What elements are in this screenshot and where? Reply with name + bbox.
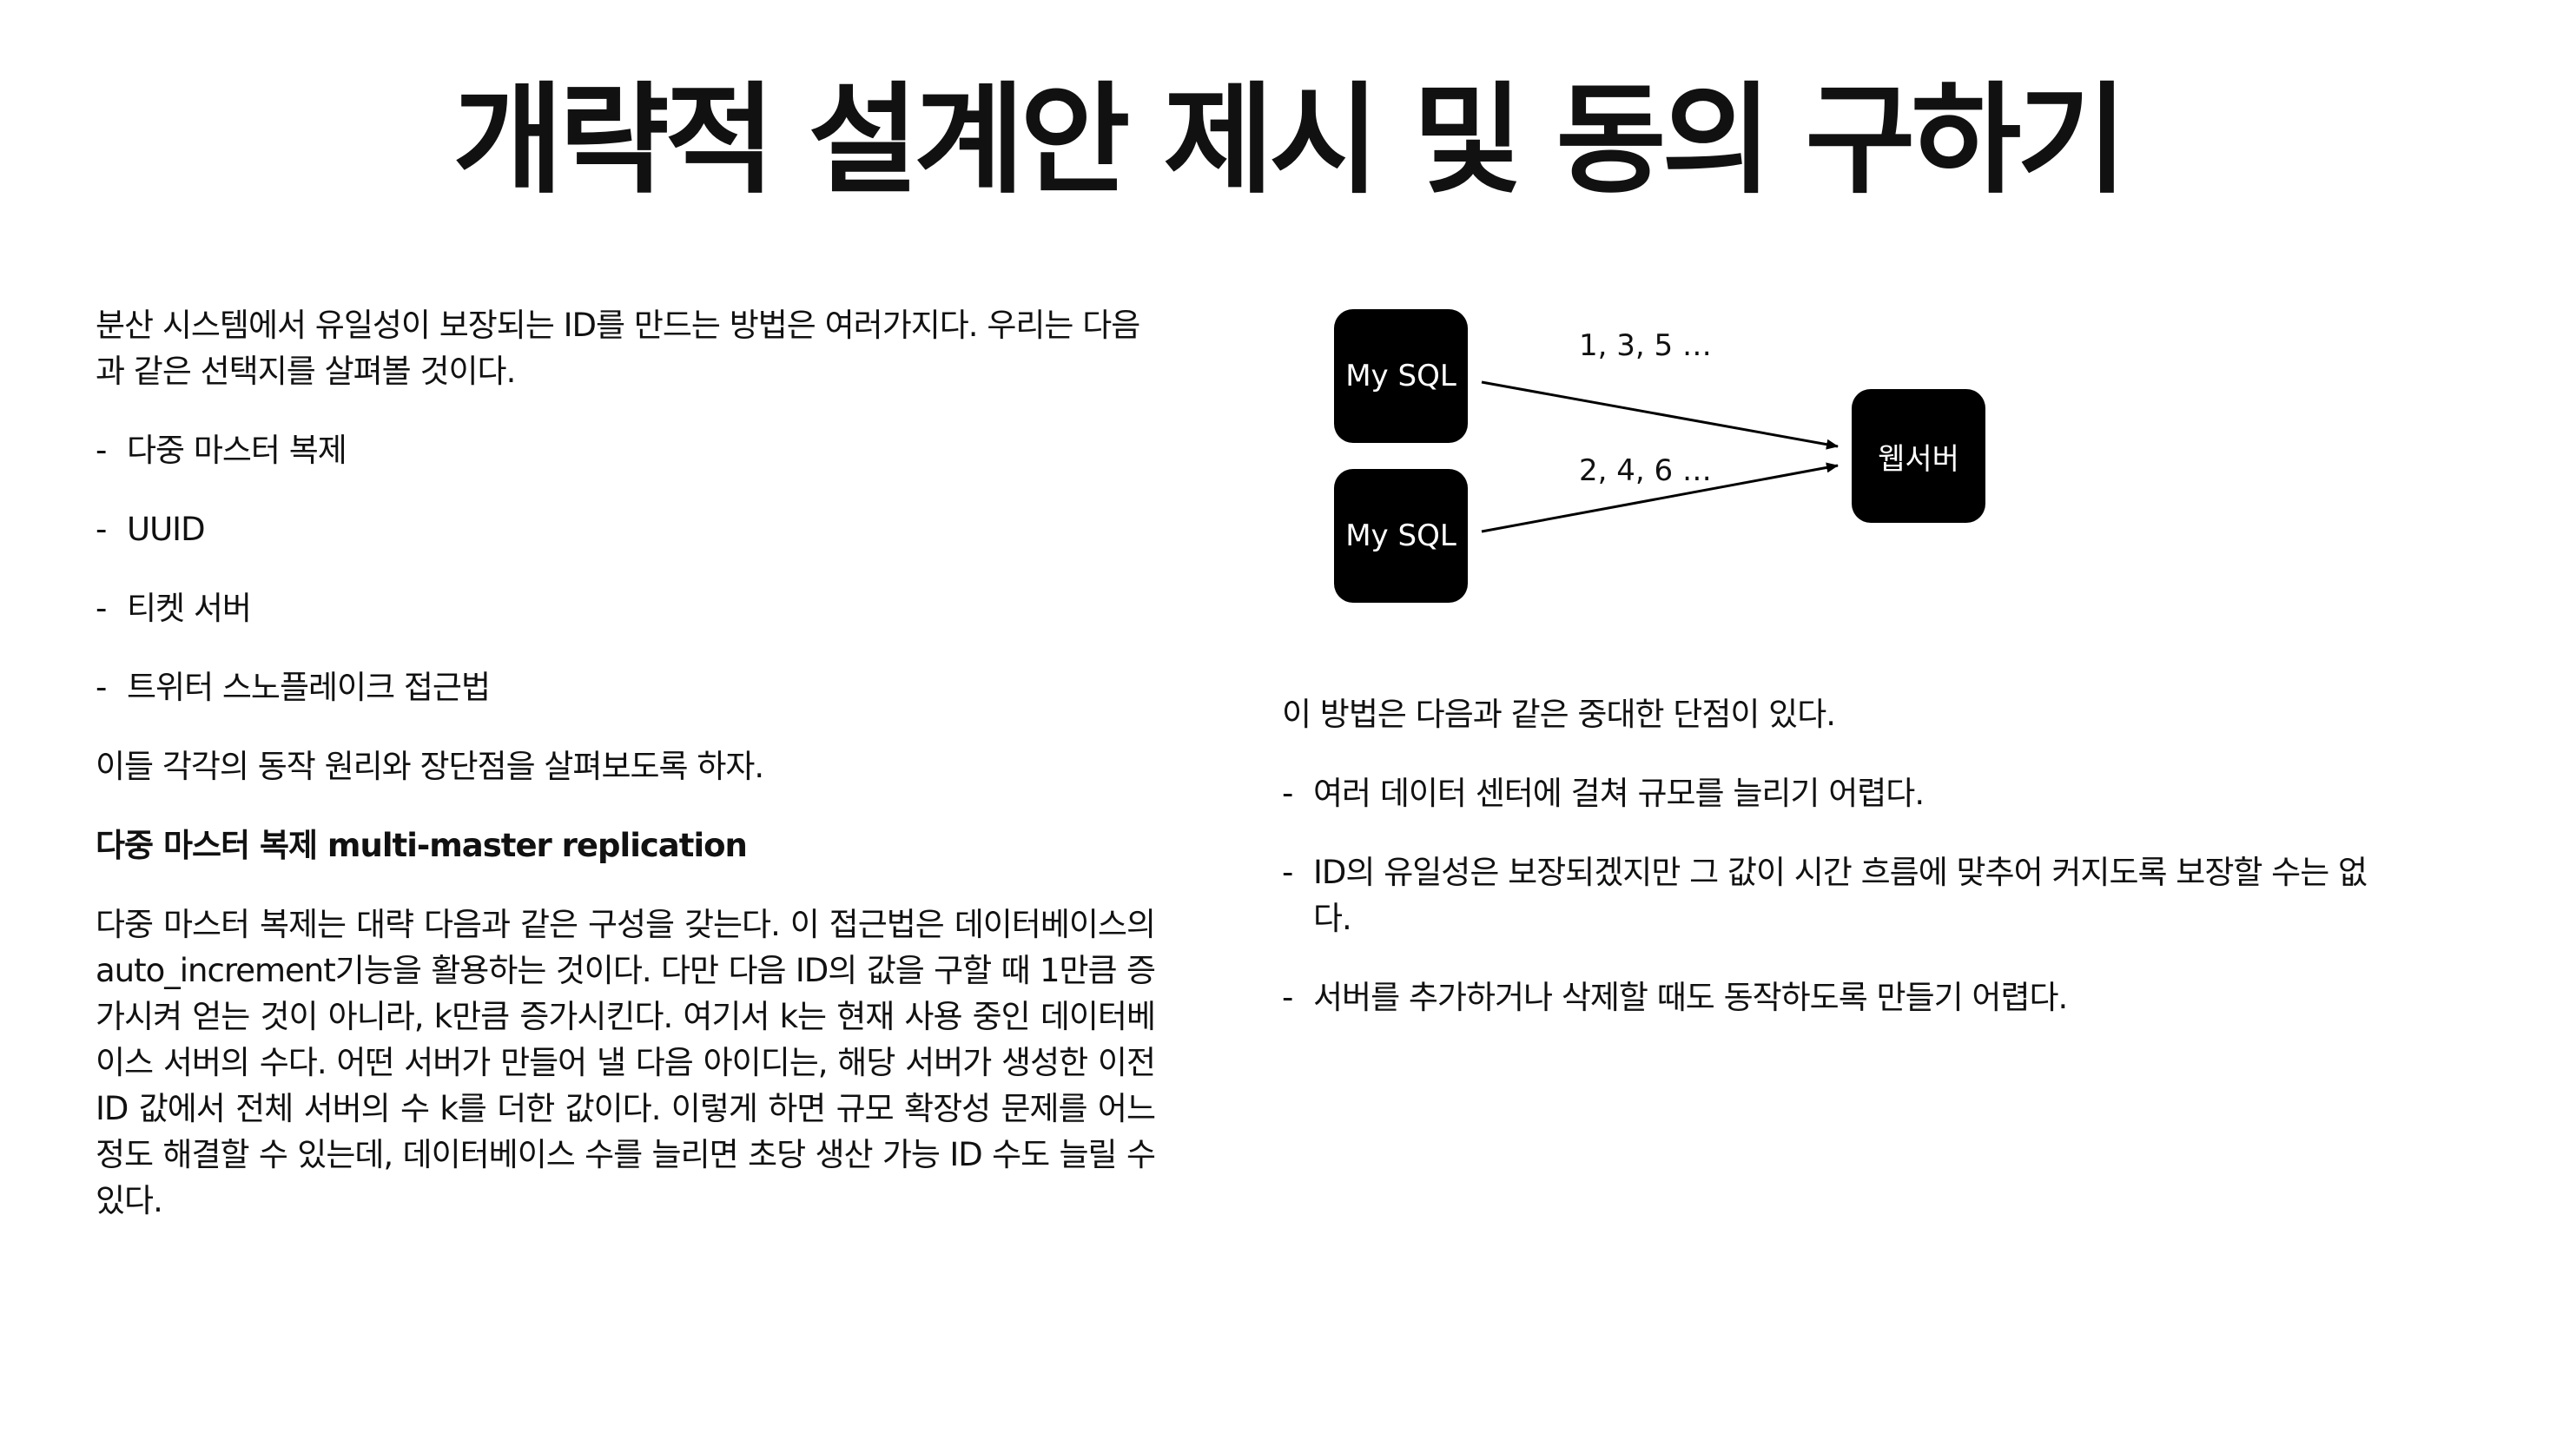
mysql-node-2: My SQL [1334, 469, 1468, 603]
web-server-node: 웹서버 [1852, 389, 1985, 523]
edge-label-odd-ids: 1, 3, 5 … [1579, 328, 1712, 363]
bullet-dash: - [96, 432, 107, 469]
web-server-label: 웹서버 [1878, 441, 1959, 477]
summary-paragraph: 이들 각각의 동작 원리와 장단점을 살펴보도록 하자. [96, 748, 764, 785]
mysql-node-2-label: My SQL [1345, 518, 1456, 553]
option-item-uuid: - UUID [96, 506, 1155, 552]
option-label: 트위터 스노플레이크 접근법 [127, 669, 491, 706]
option-item-multi-master: - 다중 마스터 복제 [96, 427, 1155, 473]
drawback-item-ordering: - ID의 유일성은 보장되겠지만 그 값이 시간 흐름에 맞추어 커지도록 보… [1282, 849, 2376, 941]
option-item-snowflake: - 트위터 스노플레이크 접근법 [96, 664, 1155, 710]
edge-label-even-ids: 2, 4, 6 … [1579, 453, 1712, 488]
diagram-arrows [1481, 380, 1839, 533]
bullet-dash: - [1282, 854, 1293, 891]
arrow-db2-to-web [1481, 462, 1839, 533]
bullet-dash: - [1282, 775, 1293, 812]
drawback-label: ID의 유일성은 보장되겠지만 그 값이 시간 흐름에 맞추어 커지도록 보장할… [1313, 854, 2368, 937]
drawbacks-intro: 이 방법은 다음과 같은 중대한 단점이 있다. [1282, 696, 1836, 733]
replication-diagram: My SQL My SQL 웹서버 1, 3, 5 … 2, 4, 6 … [1303, 295, 2084, 625]
option-label: 티켓 서버 [127, 590, 252, 627]
bullet-dash: - [1282, 979, 1293, 1016]
left-column: 분산 시스템에서 유일성이 보장되는 ID를 만드는 방법은 여러가지다. 우리… [96, 302, 1156, 1257]
drawback-label: 서버를 추가하거나 삭제할 때도 동작하도록 만들기 어렵다. [1313, 979, 2068, 1016]
bullet-dash: - [96, 669, 107, 706]
drawback-label: 여러 데이터 센터에 걸쳐 규모를 늘리기 어렵다. [1313, 775, 1925, 812]
option-label: 다중 마스터 복제 [127, 432, 347, 469]
mysql-node-1: My SQL [1334, 309, 1468, 443]
mysql-node-1-label: My SQL [1345, 359, 1456, 393]
drawback-item-scaling: - 서버를 추가하거나 삭제할 때도 동작하도록 만들기 어렵다. [1282, 974, 2376, 1020]
arrow-db1-to-web [1481, 380, 1839, 450]
right-column: 이 방법은 다음과 같은 중대한 단점이 있다. - 여러 데이터 센터에 걸쳐… [1282, 691, 2376, 1053]
section-heading: 다중 마스터 복제 multi-master replication [96, 827, 748, 864]
slide-title: 개략적 설계안 제시 및 동의 구하기 [452, 70, 2128, 210]
bullet-dash: - [96, 511, 107, 548]
drawback-item-datacenter: - 여러 데이터 센터에 걸쳐 규모를 늘리기 어렵다. [1282, 770, 2376, 816]
intro-paragraph: 분산 시스템에서 유일성이 보장되는 ID를 만드는 방법은 여러가지다. 우리… [96, 307, 1140, 390]
option-label: UUID [127, 511, 206, 548]
option-item-ticket-server: - 티켓 서버 [96, 585, 1155, 631]
section-body: 다중 마스터 복제는 대략 다음과 같은 구성을 갖는다. 이 접근법은 데이터… [96, 906, 1156, 1219]
bullet-dash: - [96, 590, 107, 627]
